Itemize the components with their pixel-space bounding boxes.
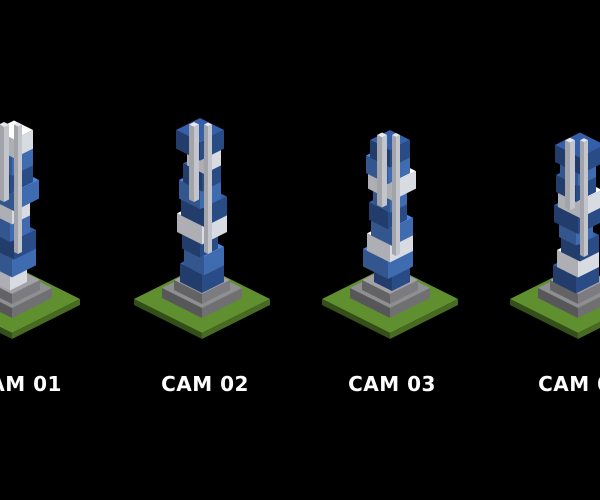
- tower-base-left: [538, 288, 578, 318]
- tower-block-3-left: [0, 218, 10, 242]
- cam-label-1: CAM 01: [0, 372, 62, 396]
- tower-block-1-left: [557, 250, 578, 278]
- tower-block-0-right: [392, 264, 410, 291]
- tower-podium-right: [390, 280, 418, 304]
- tower-fin-left: [14, 124, 18, 254]
- tower-fin-2-right: [4, 124, 9, 202]
- cam-label-3: CAM 03: [348, 372, 436, 396]
- tower-base-right: [202, 288, 242, 318]
- tower-podium-left: [550, 280, 578, 304]
- tower-block-2-left: [561, 235, 580, 262]
- tower-base-left: [162, 288, 202, 318]
- tower-base-right: [12, 288, 52, 318]
- tower-block-4-left: [554, 205, 578, 234]
- tower-block-1-right: [578, 250, 599, 278]
- tower-block-3-left: [371, 217, 392, 246]
- tower-fin-2-left: [565, 140, 570, 211]
- tower-fin-left: [580, 140, 584, 257]
- tower-fin-2-right: [570, 140, 575, 211]
- tower-fin-2-top: [0, 122, 9, 127]
- cam-label-2: CAM 02: [161, 372, 249, 396]
- tower-fin-left: [392, 135, 396, 256]
- tower-fin-2-left: [377, 135, 382, 208]
- tower-block-0-right: [576, 265, 599, 294]
- tower-base-right: [390, 288, 430, 318]
- tower-fin-left: [204, 124, 208, 254]
- grass-plinth-right: [578, 322, 600, 339]
- tower-block-4-left: [369, 202, 388, 230]
- grass-plinth-right: [390, 299, 458, 339]
- tower-fin-2-left: [189, 124, 194, 202]
- tower-base-left: [0, 302, 12, 318]
- grass-plinth-left: [0, 327, 12, 339]
- tower-fin-right: [396, 135, 400, 256]
- tower-block-0-right: [202, 263, 224, 293]
- grass-plinth-right: [12, 299, 80, 339]
- tower-block-1-right: [204, 246, 224, 276]
- tower-podium-left: [174, 280, 202, 304]
- tower-fin-2-right: [382, 135, 387, 208]
- tower-block-3-left: [177, 213, 202, 245]
- tower-fin-right: [18, 124, 22, 254]
- tower-podium-right: [202, 280, 230, 304]
- tower-base-left: [350, 288, 390, 318]
- tower-block-8-top: [555, 132, 600, 158]
- tower-fin-2-right: [194, 124, 199, 202]
- grass-plinth-left: [322, 299, 390, 339]
- tower-podium-right: [12, 280, 40, 304]
- tower-block-4-left: [181, 196, 204, 227]
- tower-fin-right: [584, 140, 588, 257]
- grass-plinth-right: [202, 299, 270, 339]
- tower-block-0-left: [180, 263, 202, 293]
- tower-fin-2-left: [0, 125, 4, 202]
- tower-block-1-left: [184, 246, 204, 276]
- tower-podium-left: [0, 288, 12, 304]
- tower-base-right: [578, 297, 600, 318]
- tower-block-1-right: [12, 246, 36, 278]
- tower-podium-right: [578, 283, 600, 304]
- tower-block-1-left: [0, 252, 12, 278]
- cam-label-4: CAM 04: [538, 372, 600, 396]
- tower-podium-left: [362, 280, 390, 304]
- tower-fin-right: [208, 124, 212, 254]
- grass-plinth-left: [134, 299, 202, 339]
- grass-plinth-left: [510, 299, 578, 339]
- tower-block-1-right: [388, 248, 413, 279]
- tower-block-2-left: [367, 233, 390, 263]
- tower-block-1-left: [363, 248, 388, 279]
- tower-block-0-left: [553, 265, 576, 294]
